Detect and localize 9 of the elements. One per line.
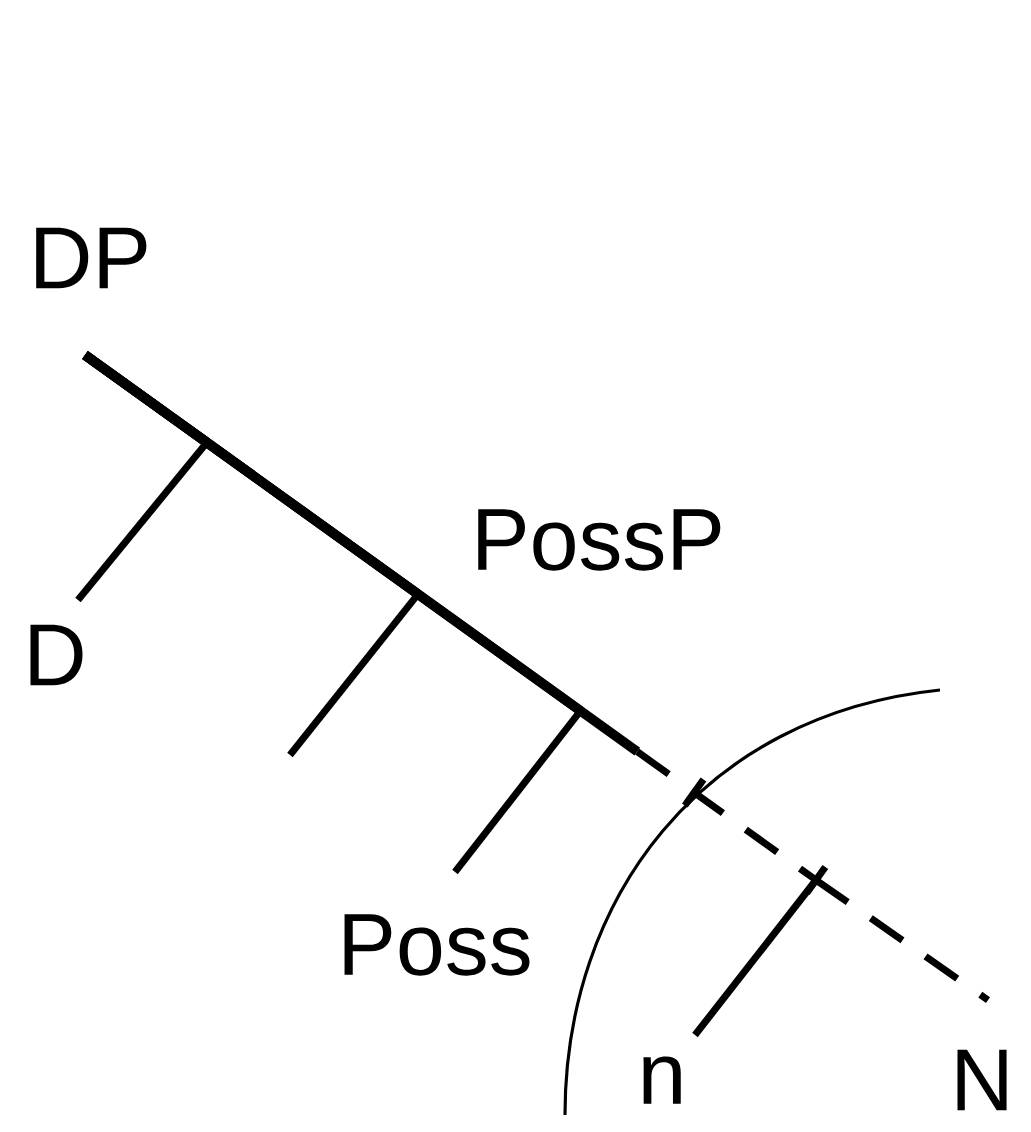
node-label: N: [957, 1049, 1007, 1111]
node-label: PossP: [478, 509, 721, 571]
tree-branch: [692, 864, 829, 1038]
node-label: Poss: [344, 914, 530, 976]
node-label: n: [643, 1056, 681, 1104]
node-label: D: [30, 624, 83, 686]
tree-branch: [814, 877, 990, 1003]
tree-branch: [82, 351, 584, 875]
node-label: DP: [36, 227, 147, 289]
